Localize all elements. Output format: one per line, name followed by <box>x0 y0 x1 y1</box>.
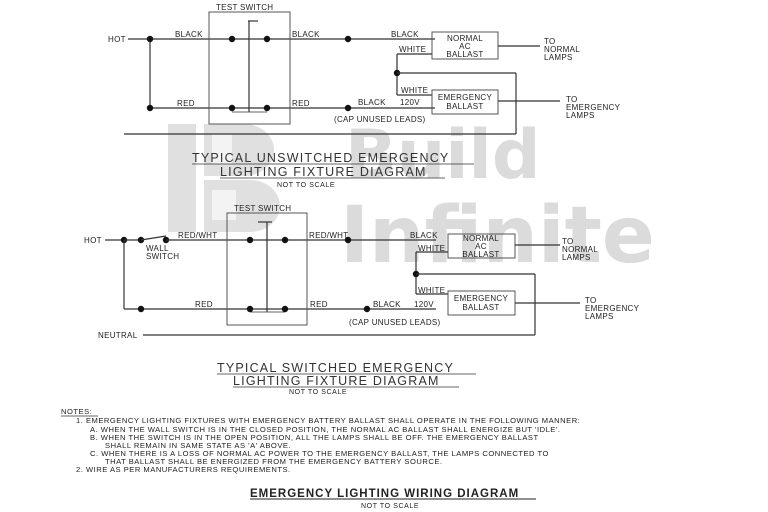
svg-text:AC: AC <box>459 42 471 51</box>
svg-text:LAMPS: LAMPS <box>562 253 591 262</box>
white-to-emergency-label: WHITE <box>401 86 428 95</box>
unswitched-scale-note: NOT TO SCALE <box>277 182 335 189</box>
neutral-label: NEUTRAL <box>98 331 138 340</box>
svg-text:TO: TO <box>566 95 578 104</box>
svg-text:WHITE: WHITE <box>418 286 445 295</box>
sheet-scale-note: NOT TO SCALE <box>361 503 419 510</box>
svg-text:EMERGENCY: EMERGENCY <box>438 93 493 102</box>
emergency-ballast <box>431 89 499 115</box>
switched-scale-note: NOT TO SCALE <box>289 389 347 396</box>
red-label-right-2: RED <box>310 300 328 309</box>
svg-text:BLACK: BLACK <box>373 300 401 309</box>
svg-text:TO: TO <box>562 237 574 246</box>
note-line: 1. EMERGENCY LIGHTING FIXTURES WITH EMER… <box>76 416 580 425</box>
svg-text:BALLAST: BALLAST <box>446 102 483 111</box>
note-line: THAT BALLAST SHALL BE ENERGIZED FROM THE… <box>105 457 443 466</box>
switched-title-line1: TYPICAL SWITCHED EMERGENCY <box>217 361 454 375</box>
wall-switch-blade <box>140 235 167 241</box>
red-wire-label-right: RED <box>292 99 310 108</box>
svg-text:SWITCH: SWITCH <box>146 252 179 261</box>
switched-title-line2: LIGHTING FIXTURE DIAGRAM <box>233 374 440 388</box>
switched-diagram: HOT WALL SWITCH TEST SWITCH RED/WHT RED/… <box>84 204 640 396</box>
note-line: A. WHEN THE WALL SWITCH IS IN THE CLOSED… <box>90 425 560 434</box>
note-line: C. WHEN THERE IS A LOSS OF NORMAL AC POW… <box>90 449 549 458</box>
svg-text:EMERGENCY: EMERGENCY <box>566 103 621 112</box>
unswitched-diagram: HOT TEST SWITCH BLACK BLACK RED RED BLAC… <box>108 3 621 189</box>
black-wire-label-right: BLACK <box>292 30 320 39</box>
svg-text:BLACK: BLACK <box>410 231 438 240</box>
unswitched-title-line2: LIGHTING FIXTURE DIAGRAM <box>220 165 427 179</box>
svg-text:EMERGENCY: EMERGENCY <box>585 304 640 313</box>
svg-text:BALLAST: BALLAST <box>446 50 483 59</box>
redwht-label-left: RED/WHT <box>178 231 217 240</box>
svg-text:TO: TO <box>544 37 556 46</box>
white-to-normal-label: WHITE <box>399 45 426 54</box>
svg-text:WALL: WALL <box>146 244 169 253</box>
test-switch-box-2 <box>226 212 308 326</box>
red-wire-label-left: RED <box>177 99 195 108</box>
svg-text:NORMAL: NORMAL <box>447 34 483 43</box>
hot-label: HOT <box>108 35 126 44</box>
svg-text:BALLAST: BALLAST <box>462 303 499 312</box>
svg-text:LAMPS: LAMPS <box>566 111 595 120</box>
sheet-title-text: EMERGENCY LIGHTING WIRING DIAGRAM <box>250 488 519 500</box>
hot-label-2: HOT <box>84 236 102 245</box>
redwht-label-right: RED/WHT <box>309 231 348 240</box>
sheet-title: EMERGENCY LIGHTING WIRING DIAGRAM NOT TO… <box>250 488 536 510</box>
svg-text:120V: 120V <box>400 98 420 107</box>
svg-text:AC: AC <box>475 242 487 251</box>
test-switch-label: TEST SWITCH <box>216 3 273 12</box>
notes-heading: NOTES: <box>61 407 92 416</box>
svg-text:LAMPS: LAMPS <box>544 53 573 62</box>
svg-text:TO: TO <box>585 296 597 305</box>
notes-section: NOTES: 1. EMERGENCY LIGHTING FIXTURES WI… <box>61 407 580 474</box>
note-line: SHALL REMAIN IN SAME STATE AS 'A' ABOVE. <box>105 441 291 450</box>
watermark-line1: Build <box>345 116 541 195</box>
svg-text:EMERGENCY: EMERGENCY <box>454 294 509 303</box>
black-wire-label-left: BLACK <box>175 30 203 39</box>
black-to-normal-label: BLACK <box>391 30 419 39</box>
svg-text:BLACK: BLACK <box>358 98 386 107</box>
cap-unused-leads-label: (CAP UNUSED LEADS) <box>334 115 426 124</box>
svg-text:(CAP UNUSED LEADS): (CAP UNUSED LEADS) <box>349 318 441 327</box>
red-label-left-2: RED <box>195 300 213 309</box>
svg-text:BALLAST: BALLAST <box>462 250 499 259</box>
watermark-logo-icon <box>168 124 280 232</box>
svg-text:NORMAL: NORMAL <box>544 45 580 54</box>
watermark-line2: Infinite <box>340 191 655 281</box>
test-switch-label-2: TEST SWITCH <box>234 204 291 213</box>
svg-text:NORMAL: NORMAL <box>463 234 499 243</box>
svg-text:WHITE: WHITE <box>418 244 445 253</box>
test-switch-box <box>208 11 291 125</box>
unswitched-title-line1: TYPICAL UNSWITCHED EMERGENCY <box>192 151 449 165</box>
normal-ac-ballast-2 <box>447 233 516 259</box>
svg-text:120V: 120V <box>414 300 434 309</box>
watermark: Build Infinite <box>168 116 655 281</box>
svg-text:LAMPS: LAMPS <box>585 312 614 321</box>
svg-text:NORMAL: NORMAL <box>562 245 598 254</box>
note-line: 2. WIRE AS PER MANUFACTURERS REQUIREMENT… <box>76 465 291 474</box>
note-line: B. WHEN THE SWITCH IS IN THE OPEN POSITI… <box>90 433 539 442</box>
